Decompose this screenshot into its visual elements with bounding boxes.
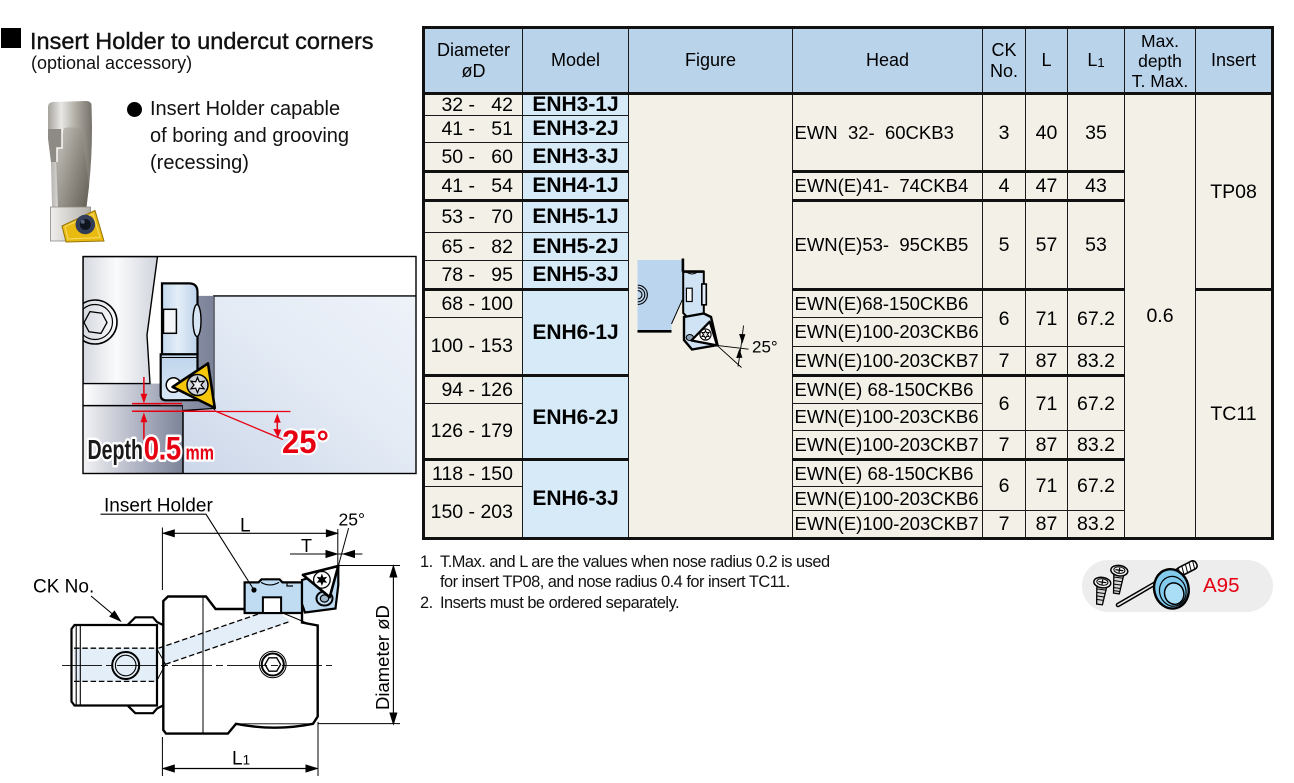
svg-text:Diameter øD: Diameter øD xyxy=(372,605,393,710)
svg-text:L1: L1 xyxy=(232,749,250,770)
svg-text:mm: mm xyxy=(186,441,214,464)
svg-text:25°: 25° xyxy=(339,510,365,530)
svg-text:25°: 25° xyxy=(282,423,329,460)
svg-text:T: T xyxy=(301,536,312,556)
svg-text:CK No.: CK No. xyxy=(33,577,94,598)
svg-text:L: L xyxy=(240,516,251,537)
svg-text:25°: 25° xyxy=(752,338,778,357)
svg-text:Depth: Depth xyxy=(88,435,144,466)
svg-text:0.5: 0.5 xyxy=(144,432,181,467)
svg-text:Insert Holder: Insert Holder xyxy=(104,496,213,517)
